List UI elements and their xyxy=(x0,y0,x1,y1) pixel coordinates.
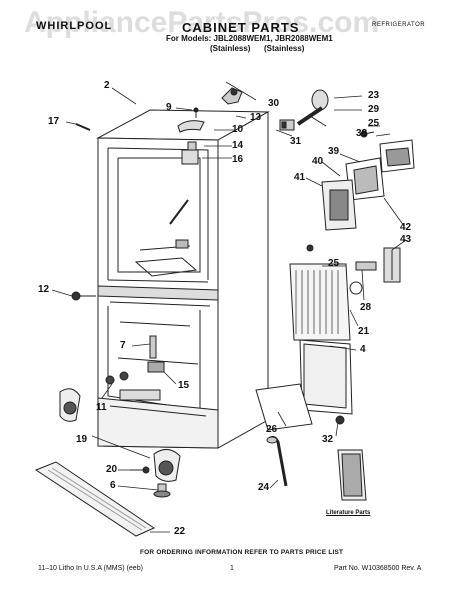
leader-lines xyxy=(51,81,407,533)
pin-17 xyxy=(75,123,91,131)
screw-32 xyxy=(335,415,345,425)
callout-6: 6 xyxy=(110,480,116,491)
leveling-roller-19-right xyxy=(153,449,181,482)
ordering-note: FOR ORDERING INFORMATION REFER TO PARTS … xyxy=(140,549,344,556)
callout-23: 23 xyxy=(368,90,380,101)
callout-25-mid: 25 xyxy=(328,258,340,269)
callout-2: 2 xyxy=(104,80,110,91)
callout-16: 16 xyxy=(232,154,244,165)
variant-label-2: (Stainless) xyxy=(264,44,305,53)
hinge-shim-16 xyxy=(181,149,199,165)
brand-name: WHIRLPOOL xyxy=(36,20,113,32)
hinge-bracket-30 xyxy=(221,87,243,105)
callout-24: 24 xyxy=(258,482,270,493)
panel-26 xyxy=(255,383,313,431)
callout-11: 11 xyxy=(96,402,107,413)
callout-14: 14 xyxy=(232,140,244,151)
rollers-11 xyxy=(105,371,129,385)
callout-22: 22 xyxy=(174,526,186,537)
models-line: For Models: JBL2088WEM1, JBR2088WEM1 xyxy=(166,34,333,43)
control-assembly xyxy=(321,157,385,231)
leveling-roller-19-left xyxy=(59,388,81,422)
callout-4: 4 xyxy=(360,344,366,355)
callout-12: 12 xyxy=(38,284,50,295)
callout-9: 9 xyxy=(166,102,172,113)
print-info: 11–10 Litho In U.S.A (MMS) (eeb) xyxy=(38,565,143,572)
connector-31 xyxy=(279,119,295,131)
page-title: CABINET PARTS xyxy=(182,20,300,35)
back-panel-21 xyxy=(289,263,363,341)
callout-26: 26 xyxy=(266,424,278,435)
variant-label-1: (Stainless) xyxy=(210,44,251,53)
literature-booklet xyxy=(337,449,367,501)
screw-20 xyxy=(130,466,150,474)
callout-38: 38 xyxy=(356,128,368,139)
callout-30: 30 xyxy=(268,98,280,109)
callout-20: 20 xyxy=(106,464,118,475)
callout-43: 43 xyxy=(400,234,412,245)
callout-25-top: 25 xyxy=(368,118,380,129)
water-tube-assembly xyxy=(296,89,329,127)
callout-17: 17 xyxy=(48,116,60,127)
callout-13: 13 xyxy=(250,112,262,123)
cover-38 xyxy=(379,139,415,173)
callout-29: 29 xyxy=(368,104,380,115)
literature-parts-label: Literature Parts xyxy=(326,510,371,516)
callout-21: 21 xyxy=(358,326,370,337)
clip-42-43 xyxy=(383,247,401,283)
callout-10: 10 xyxy=(232,124,244,135)
leveling-foot-6 xyxy=(153,483,171,498)
side-panel-4 xyxy=(299,339,353,415)
part-number: Part No. W10368500 Rev. A xyxy=(334,565,422,572)
callout-39: 39 xyxy=(328,146,340,157)
internal-parts-7-15 xyxy=(147,335,165,373)
callout-28: 28 xyxy=(360,302,372,313)
callout-41: 41 xyxy=(294,172,306,183)
callout-42: 42 xyxy=(400,222,412,233)
bracket-28 xyxy=(355,261,377,271)
screws-25 xyxy=(306,130,375,252)
page-number: 1 xyxy=(230,565,234,572)
callout-32: 32 xyxy=(322,434,334,445)
callout-7: 7 xyxy=(120,340,126,351)
appliance-type: REFRIGERATOR xyxy=(372,22,426,28)
callout-15: 15 xyxy=(178,380,190,391)
screw-12 xyxy=(71,291,96,301)
drain-tube-24 xyxy=(266,435,288,487)
watermark: AppliancePartsPros.com xyxy=(24,6,380,39)
callout-19: 19 xyxy=(76,434,88,445)
toe-grille-22 xyxy=(34,461,156,537)
callout-31: 31 xyxy=(290,136,302,147)
callout-40: 40 xyxy=(312,156,324,167)
